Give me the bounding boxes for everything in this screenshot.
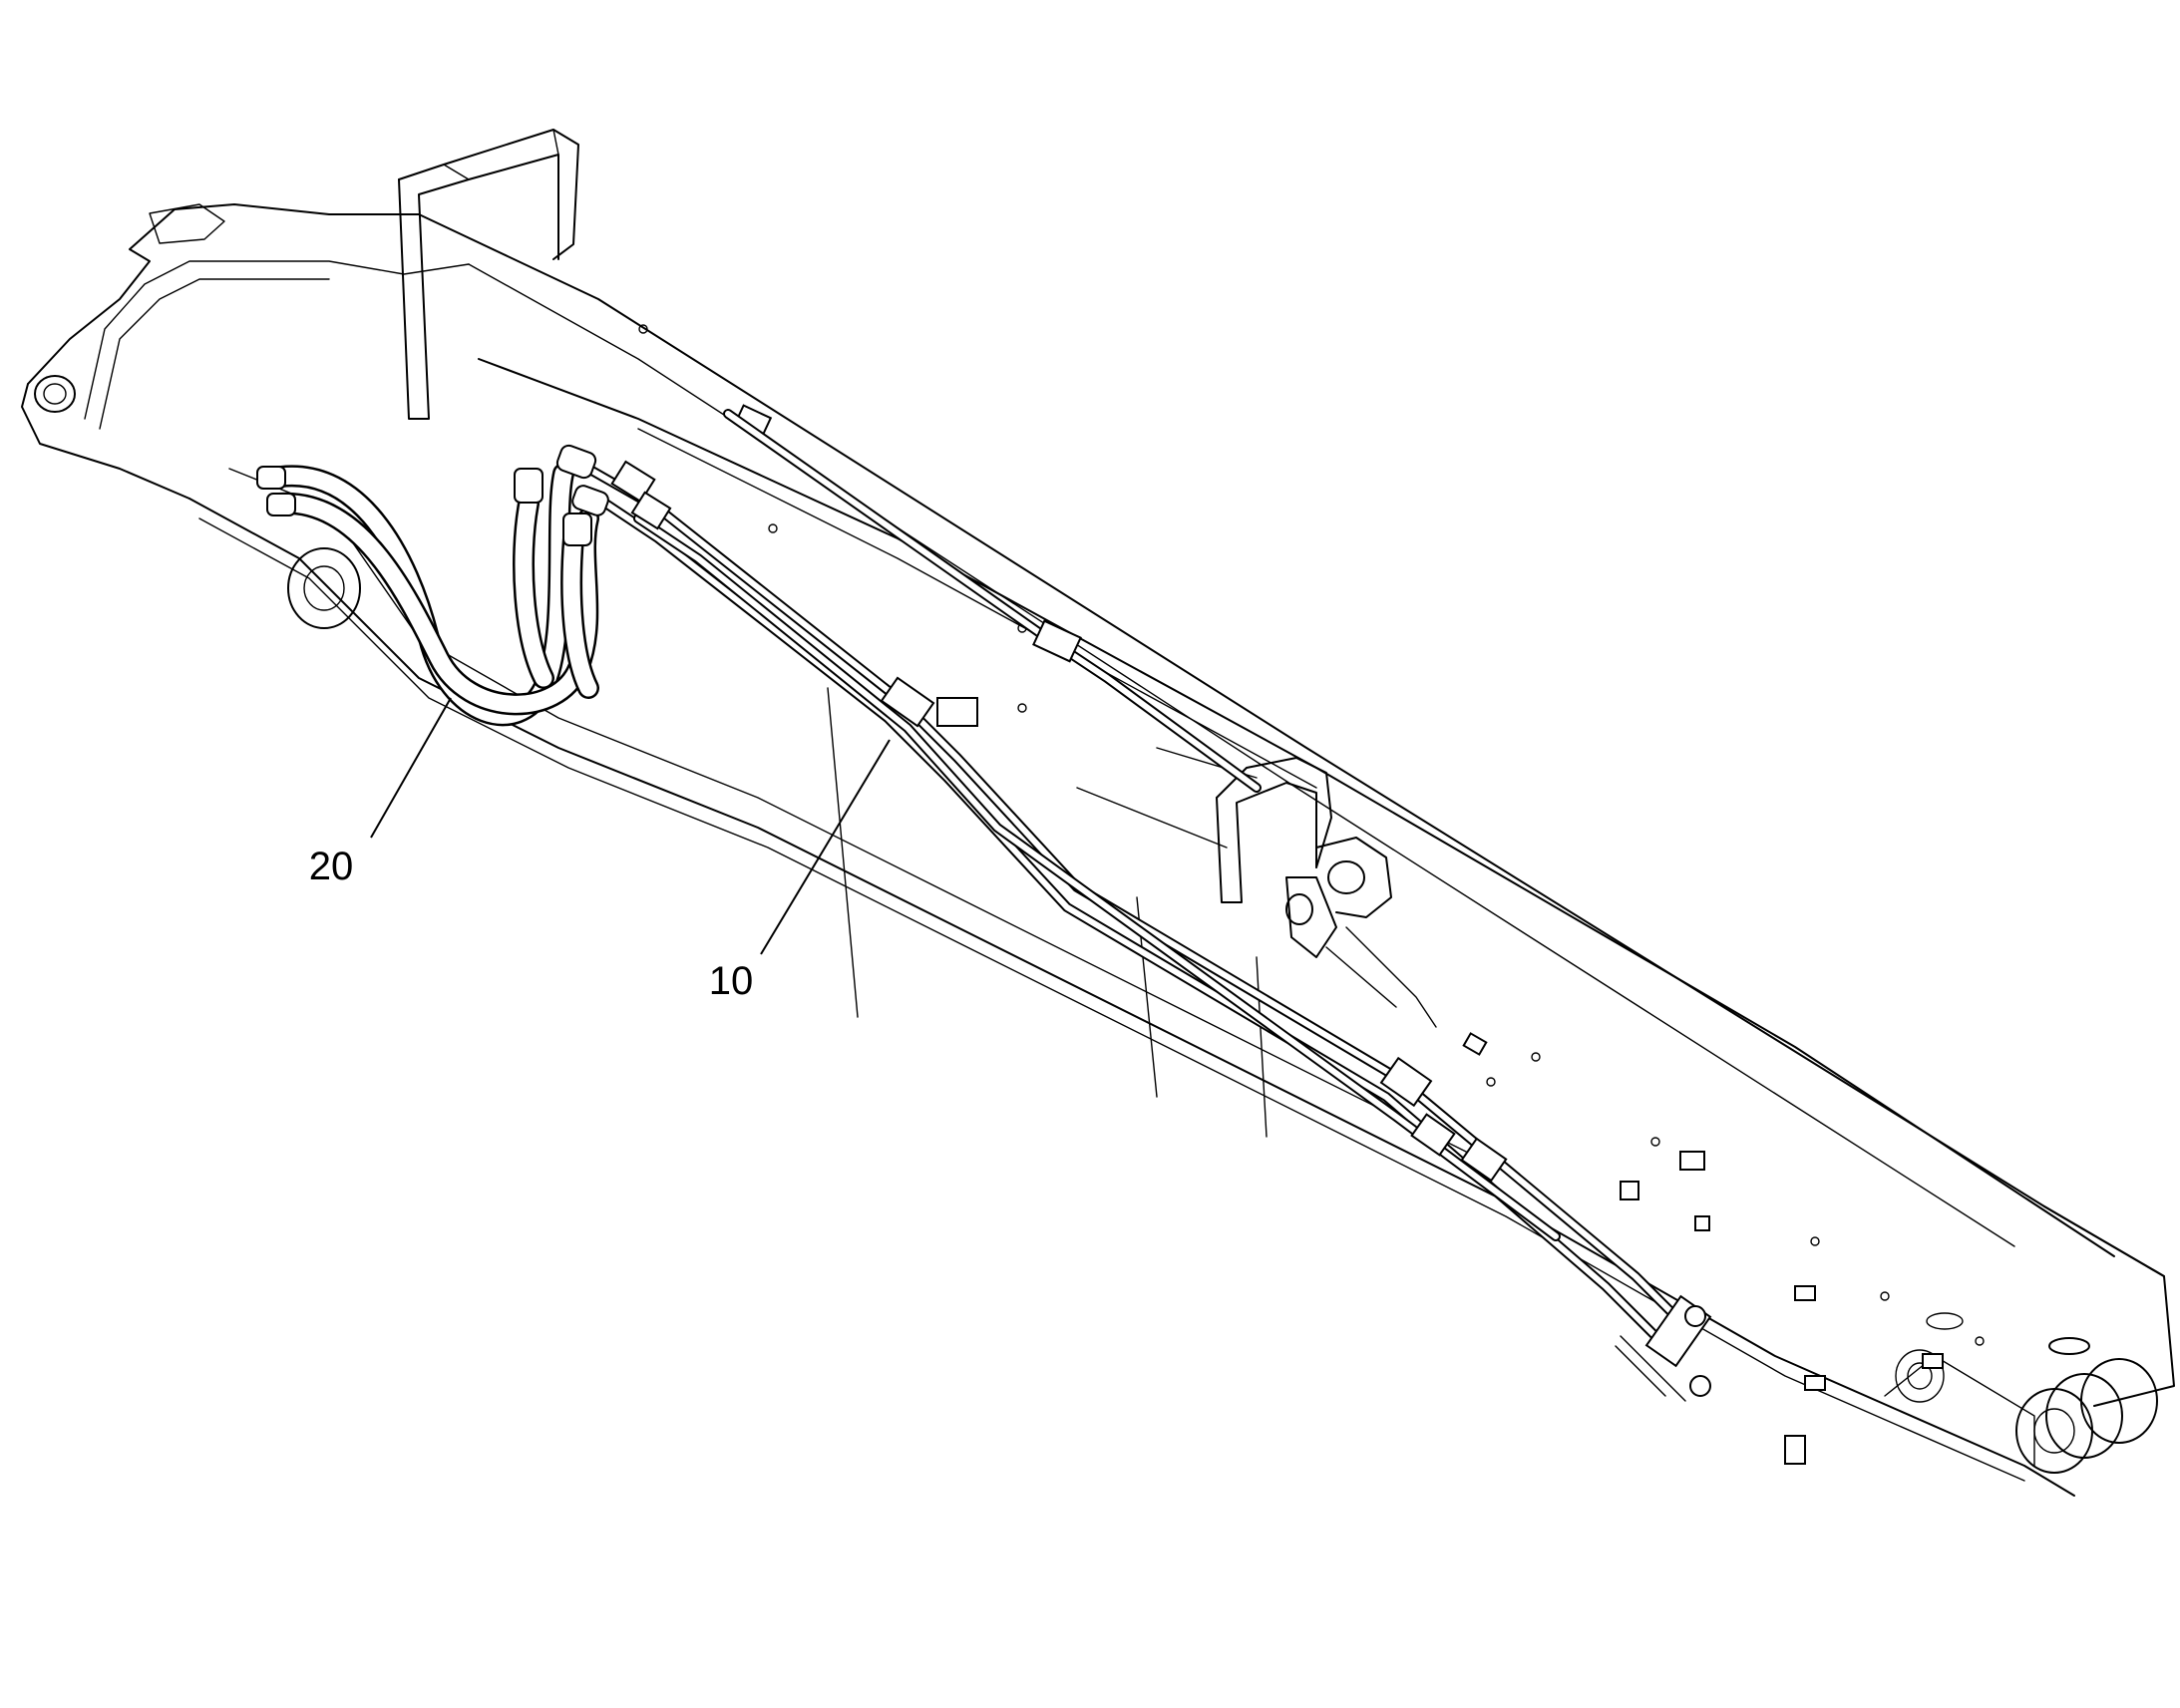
callout-10: 10 (709, 739, 891, 1003)
leader-line-20 (370, 697, 452, 839)
callout-label-20: 20 (309, 845, 354, 888)
hydraulic-pipe-assembly (583, 409, 1712, 1402)
callout-20: 20 (309, 697, 452, 888)
rear-upper-bracket (398, 129, 579, 420)
flexible-hose-pair (256, 444, 609, 727)
callout-label-10: 10 (709, 959, 754, 1003)
deck-details (638, 324, 2090, 1465)
leader-line-10 (760, 739, 891, 955)
